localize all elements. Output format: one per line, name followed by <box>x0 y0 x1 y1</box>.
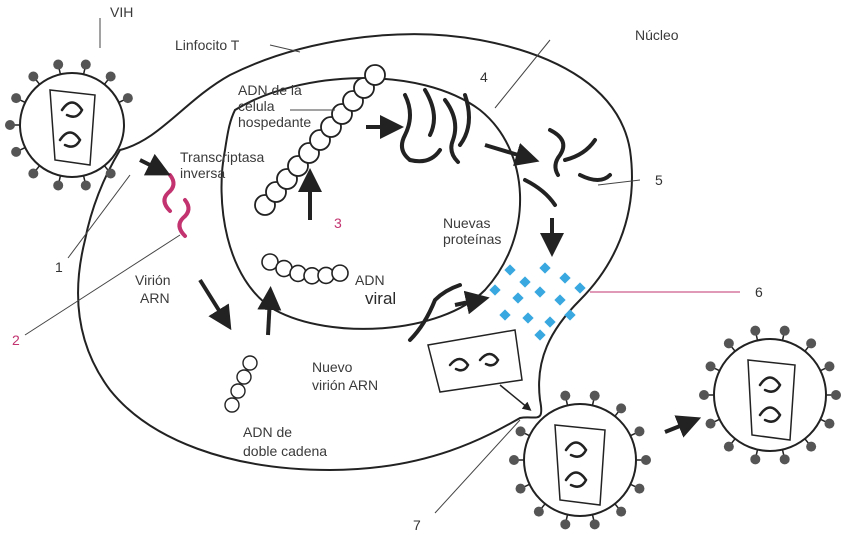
spike-knob <box>28 168 38 178</box>
spike-knob <box>590 519 600 529</box>
step-number-1: 1 <box>55 259 63 275</box>
label-adn-viral-2: viral <box>365 289 396 308</box>
protein-particle <box>554 294 565 305</box>
label-virion-arn-2: ARN <box>140 290 170 306</box>
spike-knob <box>5 120 15 130</box>
step-number-3: 3 <box>334 215 342 231</box>
spike-knob <box>11 93 21 103</box>
spike-knob <box>780 326 790 336</box>
dna-bead <box>243 356 257 370</box>
spike-knob <box>806 442 816 452</box>
label-adn-doble-1: ADN de <box>243 424 292 440</box>
step-number-2: 2 <box>12 332 20 348</box>
spike-knob <box>516 484 526 494</box>
step-number-5: 5 <box>655 172 663 188</box>
spike-knob <box>616 403 626 413</box>
label-nuevo-virion-1: Nuevo <box>312 359 353 375</box>
hiv-virion-released <box>699 326 841 465</box>
spike-knob <box>509 455 519 465</box>
protein-particle <box>534 286 545 297</box>
label-transcriptasa-2: inversa <box>180 165 225 181</box>
dna-bead <box>365 65 385 85</box>
protein-particle <box>512 292 523 303</box>
hiv-virion-entering <box>5 60 133 191</box>
spike-knob <box>81 60 91 70</box>
dna-bead <box>332 265 348 281</box>
spike-knob <box>53 60 63 70</box>
protein-particle <box>539 262 550 273</box>
label-transcriptasa-1: Transcriptasa <box>180 149 265 165</box>
step-number-6: 6 <box>755 284 763 300</box>
spike-knob <box>806 338 816 348</box>
protein-particle <box>559 272 570 283</box>
dna-bead <box>225 398 239 412</box>
protein-particle <box>519 276 530 287</box>
new-proteins-cluster <box>489 262 585 340</box>
spike-knob <box>53 180 63 190</box>
step-number-4: 4 <box>480 69 488 85</box>
label-nuevo-virion-2: virión ARN <box>312 377 378 393</box>
spike-knob <box>706 361 716 371</box>
new-capsid <box>428 330 522 392</box>
spike-knob <box>590 391 600 401</box>
spike-knob <box>28 72 38 82</box>
spike-knob <box>780 454 790 464</box>
protein-particle <box>534 329 545 340</box>
label-vih: VIH <box>110 4 133 20</box>
spike-knob <box>560 519 570 529</box>
step-number-7: 7 <box>413 517 421 533</box>
protein-particle <box>574 282 585 293</box>
spike-knob <box>824 419 834 429</box>
double-strand-dna <box>225 356 257 412</box>
label-adn-celula-3: hospedante <box>238 114 311 130</box>
spike-knob <box>699 390 709 400</box>
spike-knob <box>106 72 116 82</box>
spike-knob <box>706 419 716 429</box>
spike-knob <box>560 391 570 401</box>
spike-knob <box>831 390 841 400</box>
spike-knob <box>123 93 133 103</box>
dna-bead <box>237 370 251 384</box>
spike-knob <box>641 455 651 465</box>
spike-knob <box>750 454 760 464</box>
viral-dna-chain <box>262 254 348 284</box>
dna-bead <box>231 384 245 398</box>
spike-knob <box>616 507 626 517</box>
spike-knob <box>534 507 544 517</box>
label-adn-viral-1: ADN <box>355 272 385 288</box>
spike-knob <box>516 426 526 436</box>
spike-knob <box>81 180 91 190</box>
protein-particle <box>489 284 500 295</box>
spike-knob <box>724 442 734 452</box>
spike-knob <box>634 484 644 494</box>
label-virion-arn-1: Virión <box>135 272 171 288</box>
spike-knob <box>724 338 734 348</box>
spike-knob <box>634 426 644 436</box>
protein-particle <box>499 309 510 320</box>
label-nucleo: Núcleo <box>635 27 679 43</box>
protein-particle <box>564 309 575 320</box>
hiv-virion-budding <box>509 391 651 530</box>
label-adn-celula-2: célula <box>238 98 275 114</box>
label-adn-doble-2: doble cadena <box>243 443 327 459</box>
protein-particle <box>504 264 515 275</box>
spike-knob <box>750 326 760 336</box>
label-nuevas-proteinas-1: Nuevas <box>443 215 490 231</box>
protein-particle <box>522 312 533 323</box>
reverse-transcriptase-strand <box>164 175 188 236</box>
protein-particle <box>544 316 555 327</box>
spike-knob <box>106 168 116 178</box>
label-nuevas-proteinas-2: proteínas <box>443 231 501 247</box>
spike-knob <box>824 361 834 371</box>
spike-knob <box>11 147 21 157</box>
label-linfocito-t: Linfocito T <box>175 37 240 53</box>
label-adn-celula-1: ADN de la <box>238 82 302 98</box>
